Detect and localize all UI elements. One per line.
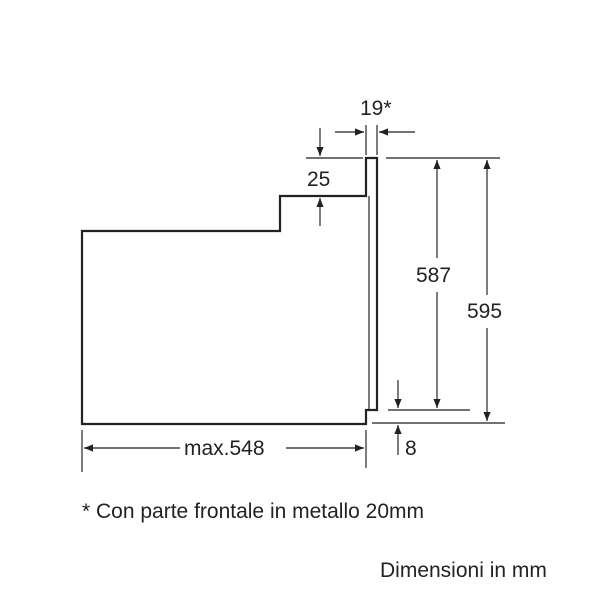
bottom-offset-label: 8 <box>405 437 417 460</box>
oven-body-outline <box>80 156 379 426</box>
depth-label: max.548 <box>184 437 265 460</box>
total-height-label: 595 <box>467 300 503 323</box>
height-reference-lines <box>372 157 505 424</box>
front-thickness-label: 19* <box>360 97 392 120</box>
inner-height-label: 587 <box>416 264 452 287</box>
top-step-label: 25 <box>307 168 331 191</box>
footnote-text: * Con parte frontale in metallo 20mm <box>82 500 424 523</box>
front-thickness-dimension <box>335 125 415 155</box>
units-caption: Dimensioni in mm <box>380 559 547 582</box>
top-step-dimension <box>306 128 363 226</box>
depth-dimension <box>81 430 367 472</box>
